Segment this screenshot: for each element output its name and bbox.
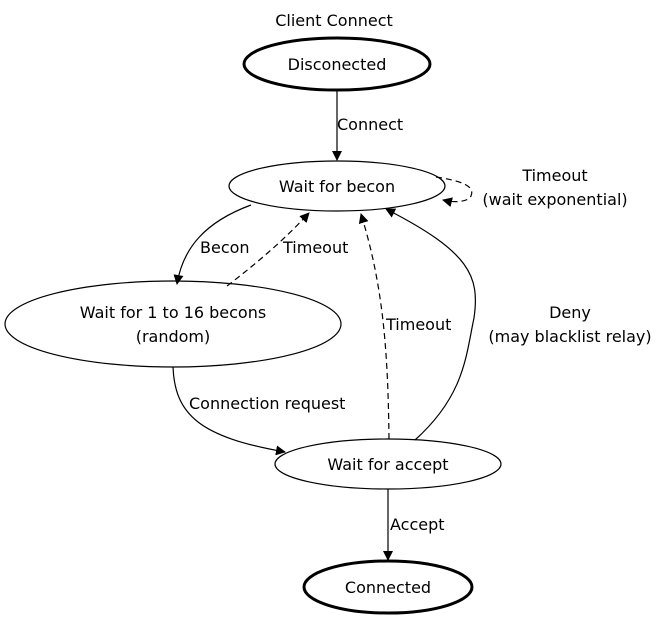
node-wait-for-accept-label: Wait for accept	[327, 455, 448, 474]
node-connected: Connected	[302, 559, 474, 615]
node-disconnected: Disconected	[242, 36, 432, 92]
edge-becon-label: Becon	[200, 238, 250, 257]
node-wait-for-becon-ellipse	[228, 160, 446, 212]
edge-deny-label-line1: Deny	[549, 303, 591, 322]
edge-timeout-self-line	[435, 176, 473, 208]
node-wait-for-accept: Wait for accept	[274, 438, 502, 490]
node-wait-for-1-to-16-becons: Wait for 1 to 16 becons (random)	[4, 280, 342, 368]
edge-connect: Connect	[332, 90, 403, 161]
edge-deny-line	[385, 208, 477, 441]
node-connected-ellipse	[302, 559, 474, 615]
edge-timeout-from-accept-line	[358, 213, 390, 440]
edge-timeout-self-label-line2: (wait exponential)	[482, 190, 627, 209]
edge-timeout-self: Timeout (wait exponential)	[435, 166, 628, 209]
edge-accept-label: Accept	[390, 515, 445, 534]
edge-connection-request-line	[172, 366, 286, 456]
edge-deny-label-line2: (may blacklist relay)	[488, 327, 651, 346]
edge-timeout-from-accept-label: Timeout	[385, 315, 451, 334]
edge-becon: Becon	[173, 204, 252, 285]
edge-timeout-from-random: Timeout	[226, 212, 348, 287]
node-disconnected-label: Disconected	[288, 55, 387, 74]
edge-connection-request: Connection request	[172, 366, 345, 456]
node-connected-label: Connected	[345, 578, 431, 597]
edge-accept: Accept	[383, 489, 445, 561]
edge-connect-label: Connect	[337, 115, 403, 134]
node-wait-random-label-line2: (random)	[136, 327, 211, 346]
edge-timeout-from-random-line	[226, 212, 310, 287]
edge-becon-line	[173, 204, 252, 285]
node-wait-for-becon-label: Wait for becon	[279, 177, 395, 196]
edge-connection-request-label: Connection request	[189, 394, 345, 413]
edge-timeout-self-label-line1: Timeout	[521, 166, 587, 185]
edge-timeout-from-accept: Timeout	[358, 213, 451, 440]
diagram-title: Client Connect	[275, 11, 393, 30]
edge-timeout-from-random-label: Timeout	[282, 238, 348, 257]
node-wait-for-becon: Wait for becon	[228, 160, 446, 212]
node-wait-random-label-line1: Wait for 1 to 16 becons	[80, 303, 266, 322]
edge-deny: Deny (may blacklist relay)	[385, 208, 652, 441]
node-wait-random-ellipse	[4, 280, 342, 368]
